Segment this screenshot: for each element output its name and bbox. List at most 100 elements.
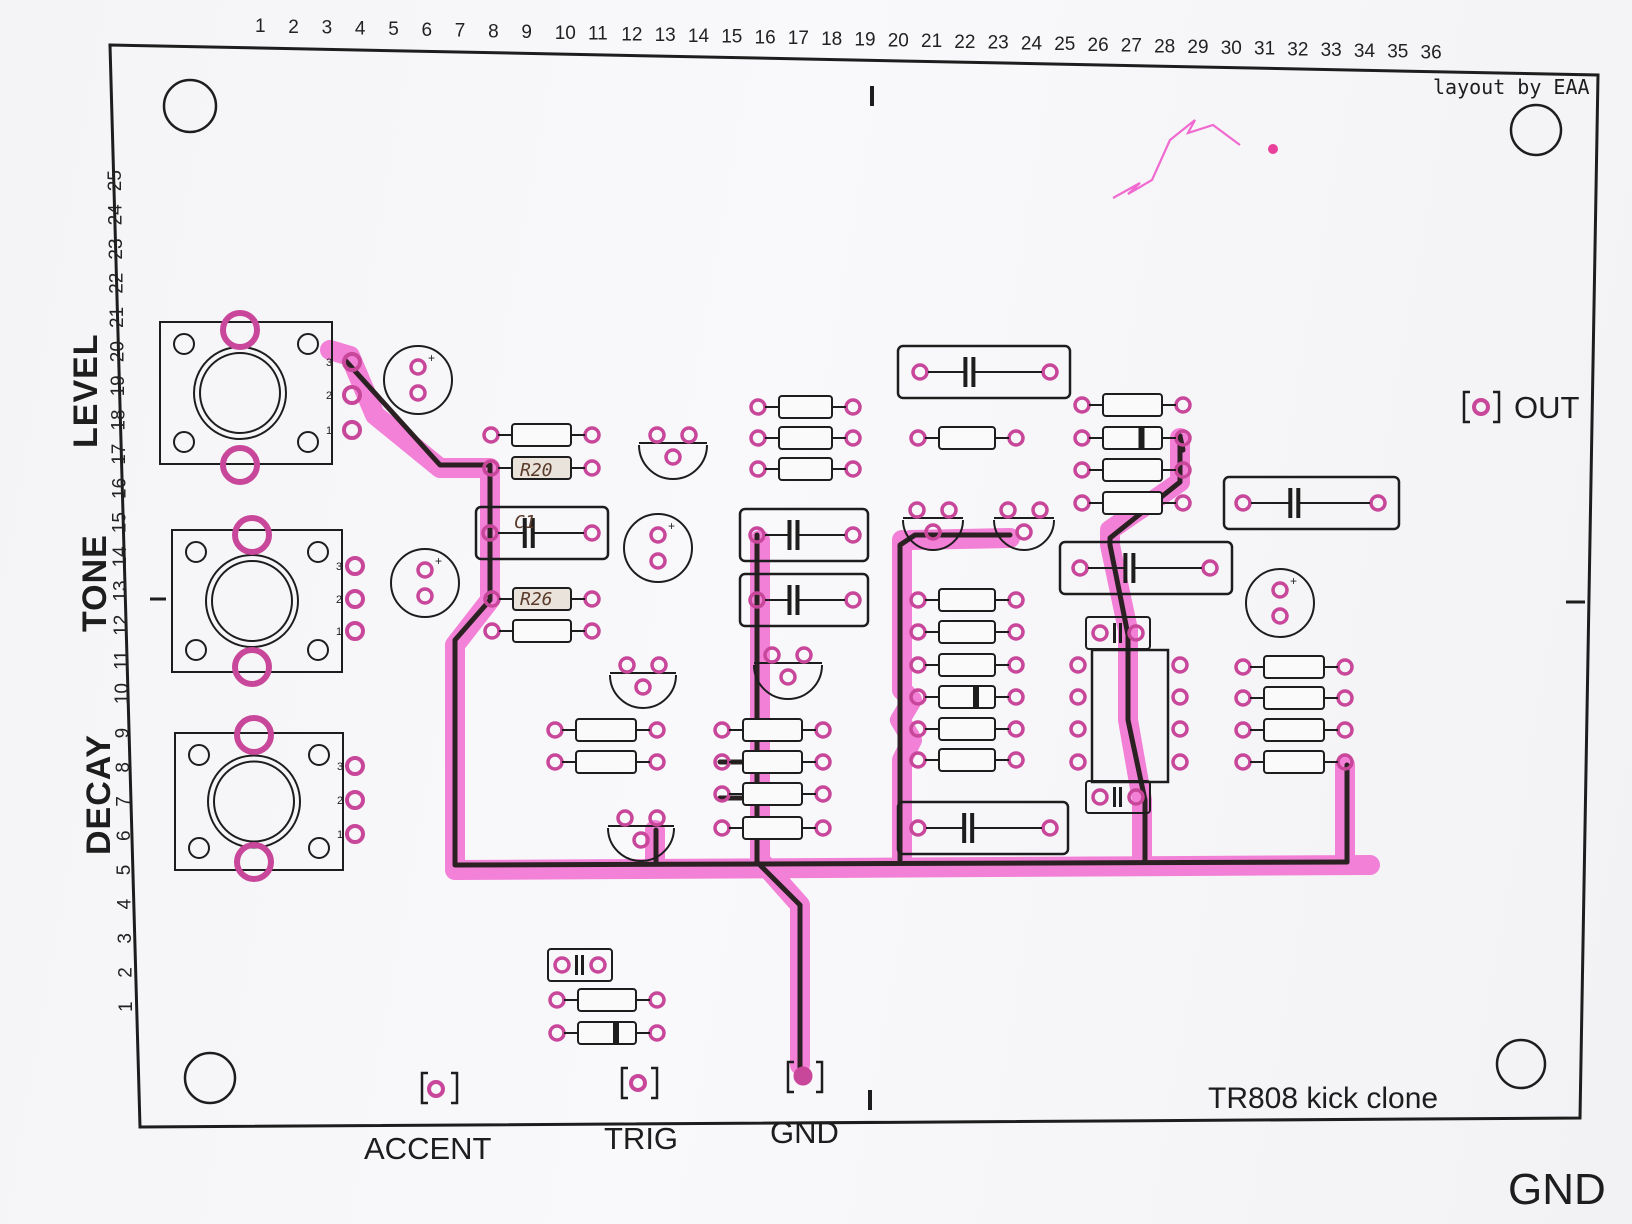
grid-row-number: 12 <box>111 615 132 636</box>
out-label: OUT <box>1514 390 1580 425</box>
resistor <box>483 587 601 611</box>
grid-col-number: 34 <box>1354 41 1376 62</box>
grid-row-number: 21 <box>107 307 128 328</box>
highlighter-traces <box>320 340 1380 1075</box>
ceramic-capacitor <box>1085 616 1151 650</box>
grid-col-number: 6 <box>422 20 433 41</box>
marker-traces <box>342 357 1350 1078</box>
pot-pin-number: 1 <box>337 829 343 841</box>
connector-trig: TRIG <box>604 1066 678 1156</box>
grid-col-number: 22 <box>954 32 975 53</box>
resistor <box>909 588 1025 612</box>
film-capacitor <box>1222 475 1401 531</box>
electrolytic-capacitor: + <box>383 345 453 415</box>
grid-col-number: 3 <box>322 18 333 39</box>
grid-row-number: 24 <box>106 204 127 226</box>
grid-row-number: 11 <box>112 650 133 670</box>
pot-pin-number: 3 <box>336 561 342 573</box>
film-capacitor <box>738 507 870 563</box>
electrolytic-capacitor: + <box>390 548 460 618</box>
grid-row-number: 6 <box>114 830 135 841</box>
grid-row-number: 22 <box>107 273 128 294</box>
ceramic-capacitor <box>547 948 613 982</box>
grid-row-number: 2 <box>116 967 137 978</box>
pot-label-level: LEVEL <box>67 333 105 448</box>
grid-col-number: 36 <box>1421 42 1442 63</box>
potentiometer: 321 <box>159 310 362 485</box>
transistor <box>607 809 675 862</box>
pot-pin-number: 2 <box>336 594 342 606</box>
grid-col-number: 14 <box>688 26 710 47</box>
grid-row-numbers: 1234567891011121314151617181920212223242… <box>105 170 137 1012</box>
grid-col-number: 19 <box>854 30 875 51</box>
grid-col-number: 30 <box>1221 38 1242 59</box>
pot-label-decay: DECAY <box>80 734 118 855</box>
grid-col-number: 10 <box>555 23 576 44</box>
gnd-label: GND <box>770 1115 839 1150</box>
grid-col-number: 15 <box>721 27 742 48</box>
resistor <box>713 750 832 774</box>
pot-label-tone: TONE <box>76 534 114 632</box>
connector-gnd: GND <box>770 1060 839 1150</box>
resistor <box>546 750 666 774</box>
film-capacitor <box>896 344 1072 400</box>
resistor <box>713 718 832 742</box>
grid-row-number: 20 <box>107 341 128 362</box>
resistor <box>909 426 1025 450</box>
mounting-hole <box>162 78 218 134</box>
grid-row-number: 8 <box>113 762 134 773</box>
mounting-hole <box>1509 103 1563 157</box>
grid-col-number: 7 <box>455 21 466 42</box>
grid-row-number: 10 <box>112 683 133 704</box>
grid-col-number: 20 <box>888 30 909 51</box>
potentiometer: 321 <box>171 515 365 687</box>
handwritten-r26: R26 <box>520 589 553 610</box>
resistor <box>909 685 1025 709</box>
grid-col-number: 29 <box>1187 37 1208 58</box>
grid-row-number: 18 <box>108 409 129 430</box>
grid-row-number: 15 <box>110 512 131 533</box>
grid-row-number: 14 <box>110 546 131 568</box>
grid-col-number: 32 <box>1287 39 1308 60</box>
grid-col-number: 17 <box>788 28 809 49</box>
grid-row-number: 7 <box>113 796 134 807</box>
resistor <box>749 426 862 450</box>
accent-label: ACCENT <box>364 1131 492 1166</box>
grid-row-number: 16 <box>109 478 130 499</box>
grid-col-number: 24 <box>1021 33 1043 54</box>
svg-text:+: + <box>435 554 442 568</box>
grid-row-number: 19 <box>108 375 129 396</box>
pot-pin-number: 2 <box>326 390 332 402</box>
svg-text:+: + <box>668 519 675 533</box>
pot-pin-number: 3 <box>326 357 332 369</box>
board-outline <box>108 43 1600 1129</box>
layout-credit: layout by EAA <box>1433 75 1590 99</box>
resistor <box>749 457 862 481</box>
film-capacitor <box>896 800 1070 856</box>
grid-col-number: 1 <box>255 16 266 37</box>
resistor <box>1234 655 1354 679</box>
resistor <box>713 782 832 806</box>
resistor <box>482 456 601 480</box>
ceramic-capacitor <box>1085 780 1151 814</box>
resistor <box>909 653 1025 677</box>
grid-col-number: 12 <box>621 24 642 45</box>
mounting-hole <box>1495 1038 1547 1090</box>
pink-scribble <box>1112 119 1241 199</box>
grid-row-number: 17 <box>109 444 130 465</box>
mounting-hole <box>183 1051 237 1105</box>
resistor <box>483 619 601 643</box>
resistor <box>1234 718 1354 742</box>
svg-text:+: + <box>428 351 435 365</box>
grid-row-number: 3 <box>115 933 136 944</box>
grid-row-number: 13 <box>111 580 132 601</box>
resistor <box>1234 750 1354 774</box>
grid-col-number: 8 <box>488 21 499 42</box>
potentiometer: 321 <box>174 715 365 882</box>
resistor <box>548 988 666 1012</box>
grid-col-number: 28 <box>1154 36 1175 57</box>
grid-col-number: 11 <box>588 24 608 45</box>
resistor <box>546 718 666 742</box>
handwritten-r20: R20 <box>520 460 553 481</box>
